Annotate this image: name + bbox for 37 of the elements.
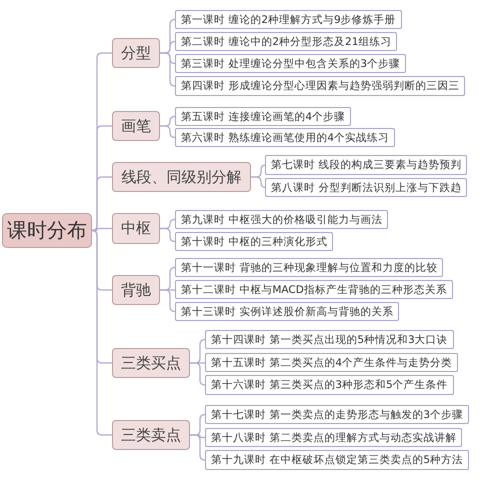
connector-line xyxy=(91,230,112,436)
connector-line xyxy=(92,228,112,232)
topic-box: 背驰 xyxy=(112,275,160,305)
lesson-box: 第十二课时 中枢与MACD指标产生背驰的三种形态关系 xyxy=(175,280,453,299)
lesson-box: 第十四课时 第一类买点出现的5种情况和3大口诀 xyxy=(205,330,454,349)
connector-line xyxy=(190,434,206,461)
connector-line xyxy=(91,176,112,232)
connector-line xyxy=(251,176,267,188)
lesson-box: 第四课时 形成缠论分型心理因素与趋势强弱判断的三因三 xyxy=(175,76,466,96)
lesson-box: 第二课时 缠论中的2种分型形态及21组练习 xyxy=(175,32,398,51)
lesson-box: 第十九课时 在中枢破坏点锁定第三类卖点的5种方法 xyxy=(205,450,470,470)
connector-line xyxy=(190,362,206,386)
lesson-box: 第十六课时 第三类买点的3种形态和5个产生条件 xyxy=(205,375,454,395)
lesson-box: 第八课时 分型判断法识别上涨与下跌趋 xyxy=(265,178,468,197)
lesson-box: 第六课时 熟练缠论画笔使用的4个实战练习 xyxy=(175,128,396,147)
lesson-box: 第十七课时 第一类卖点的走势形态与触发的3个步骤 xyxy=(205,405,470,424)
lesson-box: 第一课时 缠论的2种理解方式与9步修炼手册 xyxy=(175,10,402,29)
lesson-box: 第十一课时 背驰的三种现象理解与位置和力度的比较 xyxy=(175,258,444,277)
lesson-box: 第五课时 连接缠论画笔的4个步骤 xyxy=(175,107,352,126)
topic-box: 线段、同级别分解 xyxy=(112,162,251,192)
lesson-box: 第九课时 中枢强大的价格吸引能力与画法 xyxy=(175,210,388,229)
topic-box: 三类卖点 xyxy=(112,420,190,450)
connector-line xyxy=(160,228,176,242)
lesson-box: 第十三课时 实例详述股价新高与背驰的关系 xyxy=(175,302,400,321)
lesson-box: 第十五课时 第二类买点的4个产生条件与走势分类 xyxy=(205,353,458,372)
connector-line xyxy=(160,289,176,312)
lesson-box: 第十八课时 第二类卖点的理解方式与动态实战讲解 xyxy=(205,428,462,447)
connector-line xyxy=(160,125,176,138)
topic-box: 分型 xyxy=(112,38,160,68)
root-topic-box: 课时分布 xyxy=(2,213,92,248)
lesson-box: 第三课时 处理缠论分型中包含关系的3个步骤 xyxy=(175,54,406,73)
topic-box: 中枢 xyxy=(112,213,160,244)
topic-box: 画笔 xyxy=(112,111,160,141)
lesson-box: 第七课时 线段的构成三要素与趋势预判 xyxy=(265,155,468,175)
connector-line xyxy=(160,52,176,87)
topic-box: 三类买点 xyxy=(112,348,190,378)
lesson-box: 第十课时 中枢的三种演化形式 xyxy=(175,232,334,251)
